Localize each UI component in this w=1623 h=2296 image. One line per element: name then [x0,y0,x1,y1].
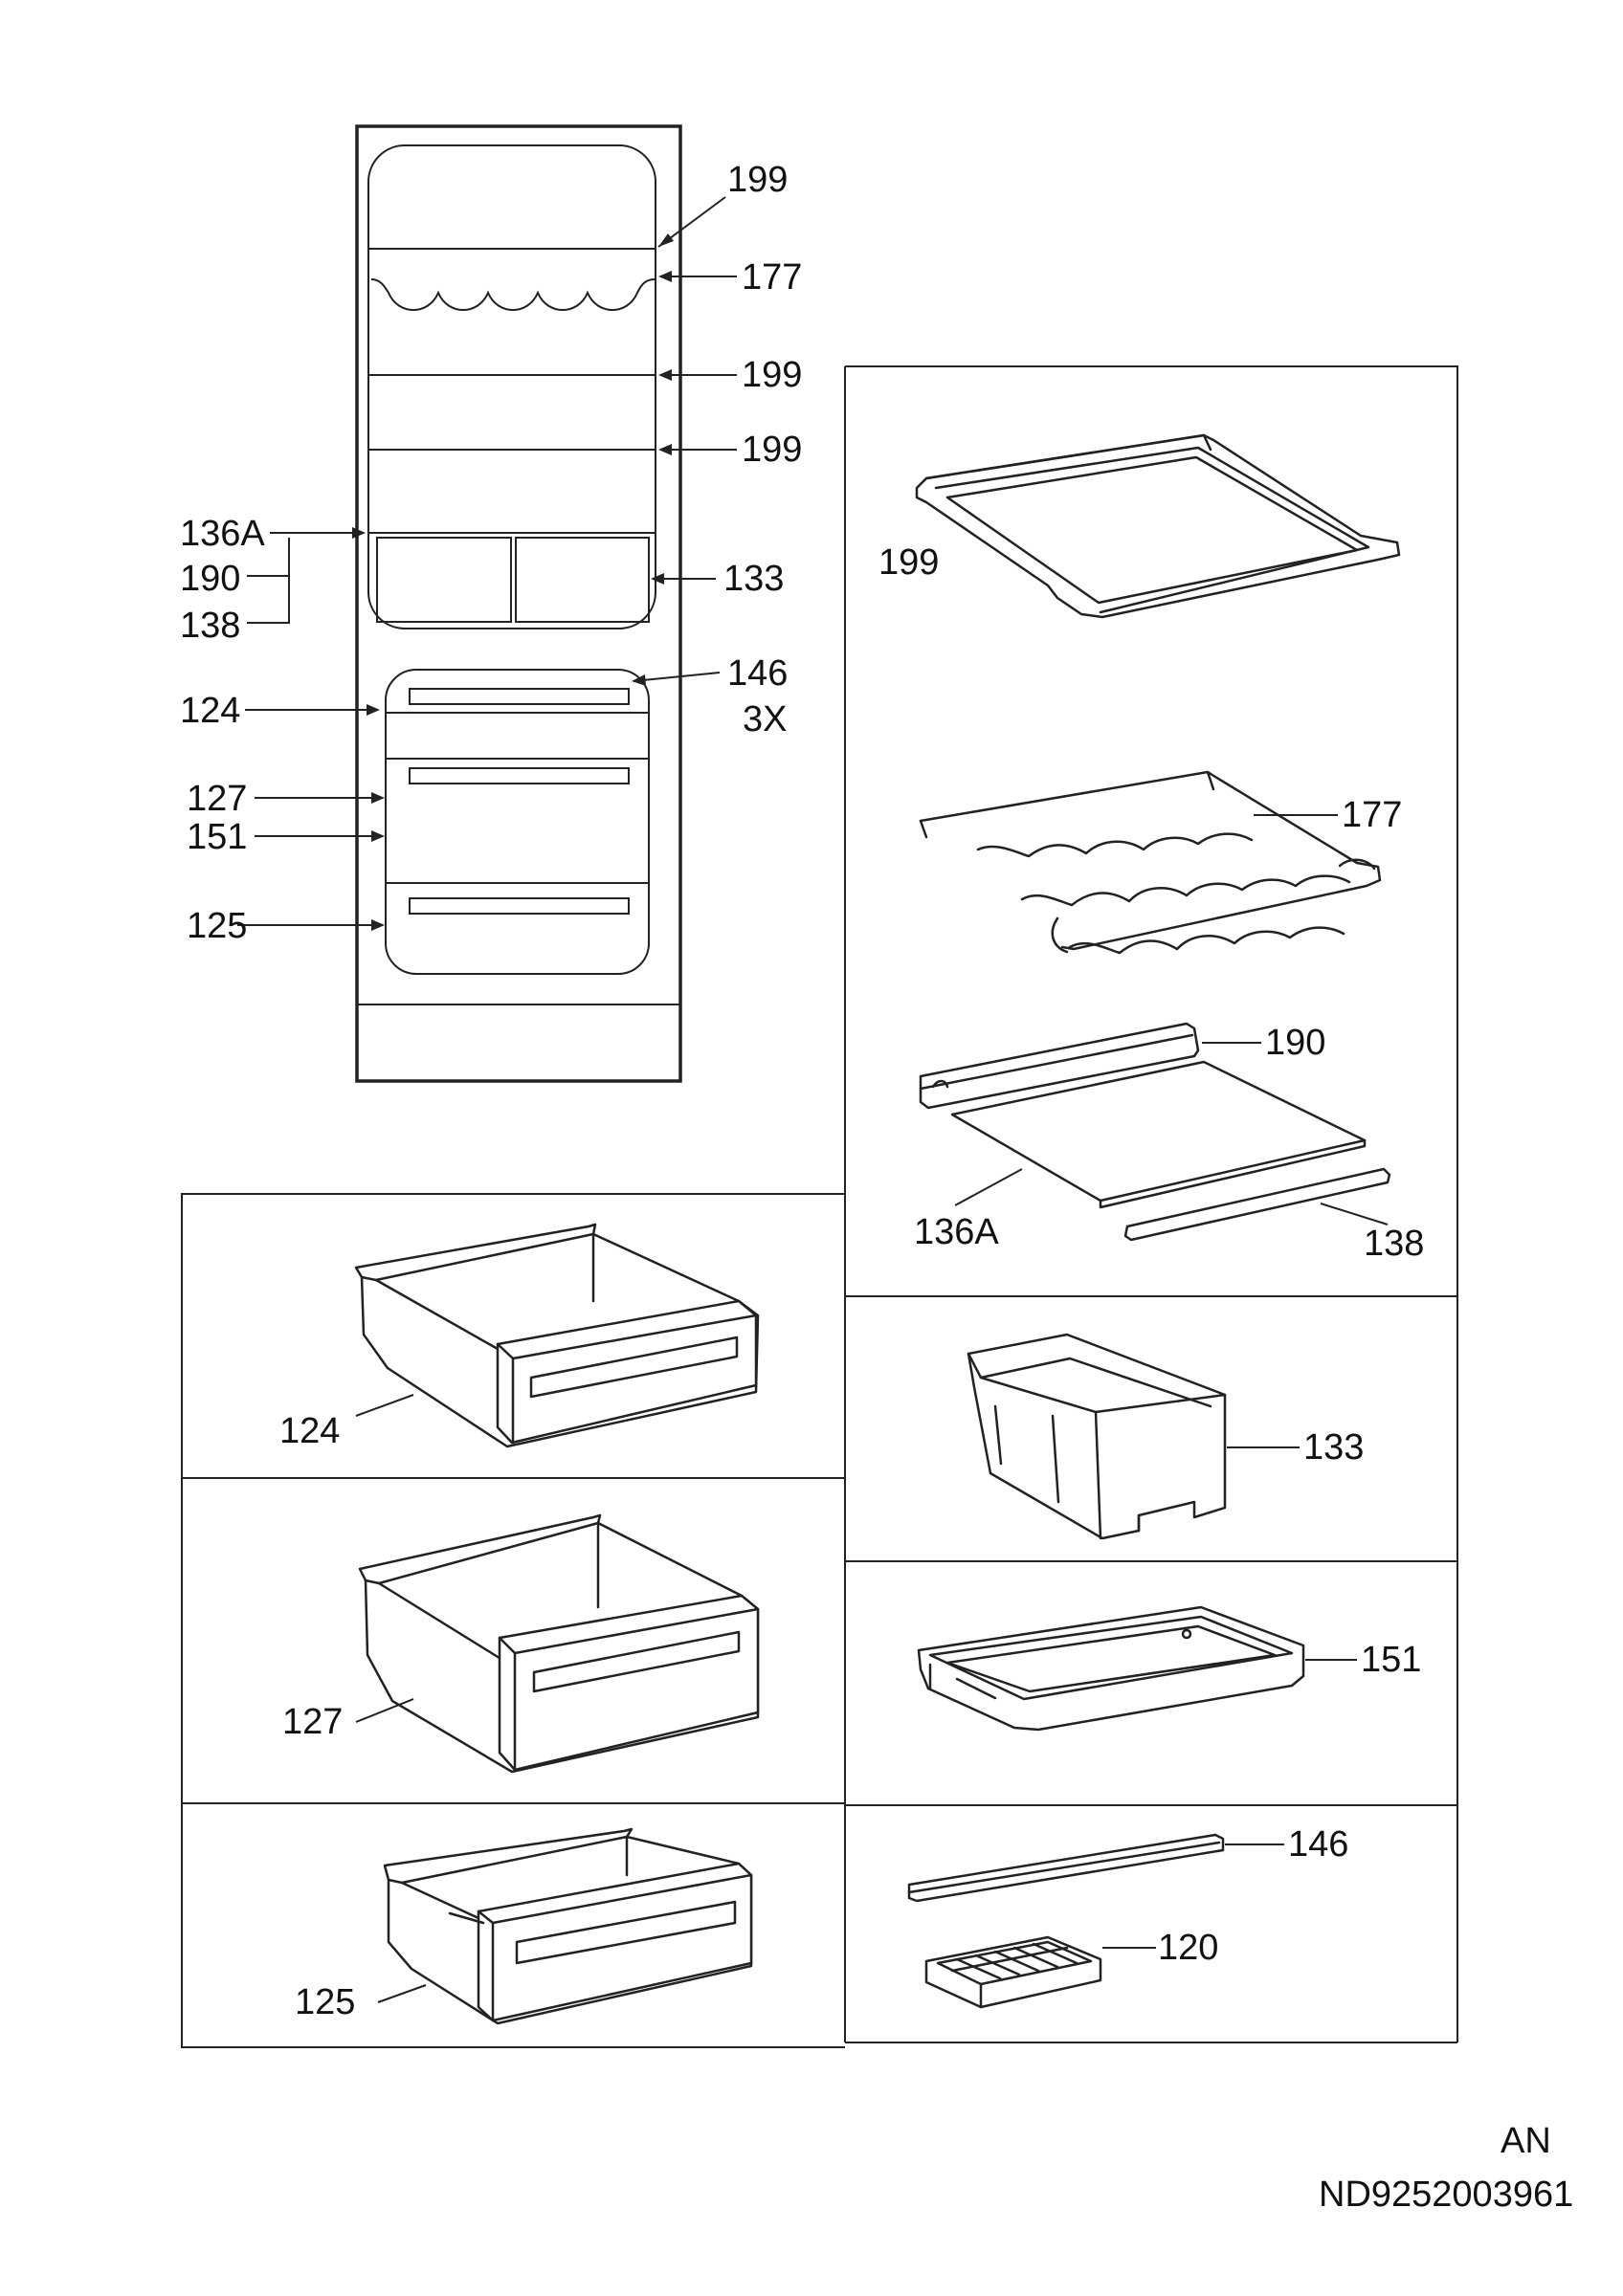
part-label-ice-tray: 120 [1158,1928,1218,1968]
label-glass-shelf: 136A [180,514,265,554]
part-drawer-middle [358,1513,760,1774]
label-trim-rear: 138 [180,606,240,646]
label-box: 133 [723,559,784,599]
part-shelf [915,433,1401,619]
part-tray [917,1605,1305,1732]
leader-trim-rear [1320,1203,1389,1225]
part-ice-tray [924,1935,1102,2009]
label-trim-front: 190 [180,559,240,599]
leader-drawer-bottom [377,1984,427,2003]
label-top-shelf: 199 [727,160,788,200]
part-label-drawer-bottom: 125 [295,1982,355,2022]
panel-frames [181,365,1458,2048]
part-rail [907,1833,1225,1903]
part-wine-rack [919,770,1382,955]
fridge-leaders [237,196,737,931]
label-tray: 151 [187,817,247,857]
part-drawer-bottom [383,1827,753,2025]
part-label-rail: 146 [1288,1824,1348,1865]
part-label-glass-shelf: 136A [914,1212,999,1252]
part-label-wine-rack: 177 [1342,795,1402,835]
leader-glass-shelf [954,1168,1023,1206]
part-label-drawer-top: 124 [279,1411,340,1451]
label-drawer-middle: 127 [187,779,247,819]
leader-drawer-top [355,1394,414,1417]
label-drawer-top: 124 [180,691,240,731]
part-label-shelf: 199 [878,542,939,583]
fridge-labels: 199 177 199 199 136A 190 138 133 146 3X … [180,160,802,946]
part-label-drawer-middle: 127 [282,1702,343,1742]
part-label-trim-front: 190 [1265,1023,1325,1063]
fridge-cabinet [355,124,682,1083]
part-glass-shelf-set [919,1022,1391,1242]
label-shelf-3: 199 [742,430,802,470]
part-label-trim-rear: 138 [1364,1224,1424,1264]
part-label-tray: 151 [1361,1640,1421,1680]
document-number: ND9252003961 [1319,2175,1573,2215]
part-box [967,1333,1227,1540]
label-wine-rack: 177 [742,257,802,298]
label-rail: 146 [727,653,788,694]
label-drawer-bottom: 125 [187,906,247,946]
part-label-box: 133 [1303,1427,1364,1468]
label-shelf-2: 199 [742,355,802,395]
label-rail-qty: 3X [743,699,787,740]
part-drawer-top [354,1223,760,1448]
leader-drawer-middle [355,1698,414,1723]
variant-code: AN [1501,2121,1551,2161]
